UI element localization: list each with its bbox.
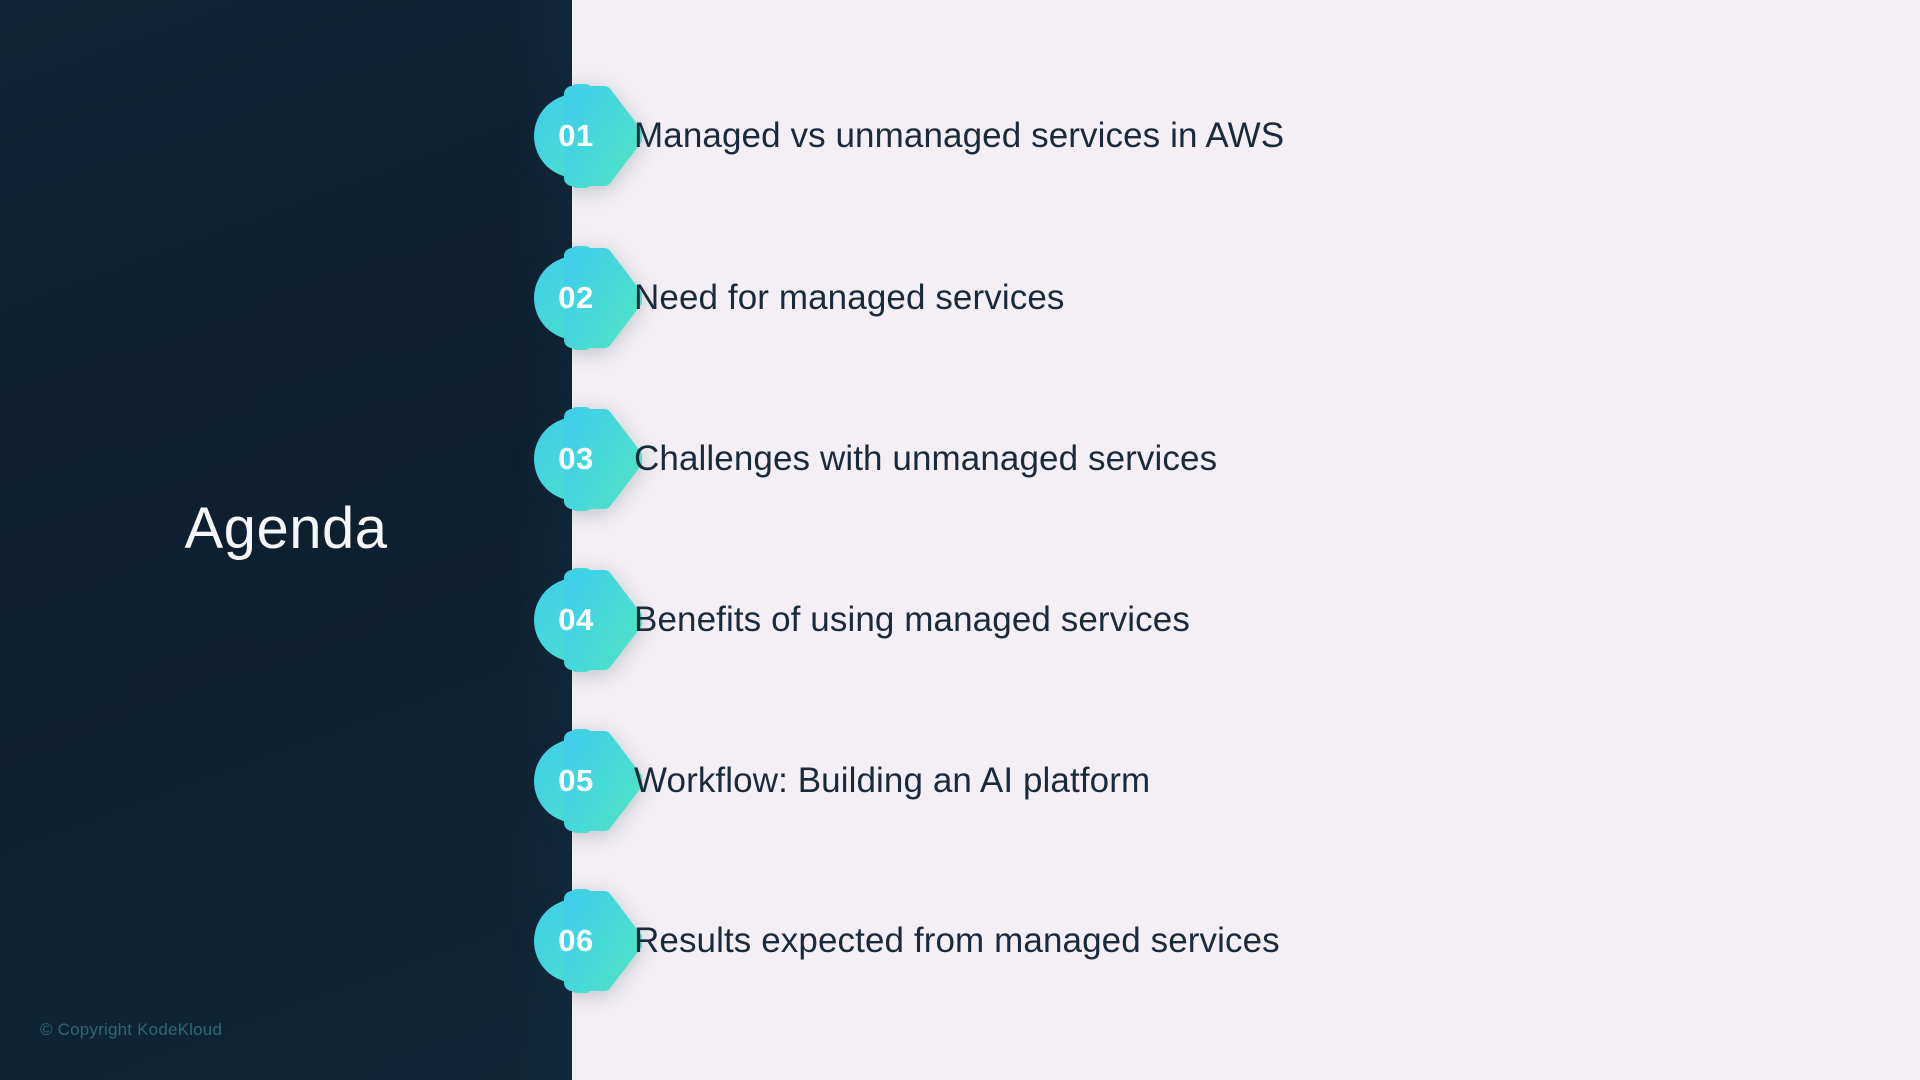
badge-arrow-icon xyxy=(534,889,642,993)
agenda-number-badge-01: 01 xyxy=(532,76,642,196)
left-dark-panel xyxy=(0,0,572,1080)
agenda-number-badge-03: 03 xyxy=(532,399,642,519)
badge-arrow-icon xyxy=(534,729,642,833)
badge-arrow-icon xyxy=(534,84,642,188)
list-item-label-04: Benefits of using managed services xyxy=(634,600,1190,639)
agenda-number-badge-04: 04 xyxy=(532,560,642,680)
list-item-label-06: Results expected from managed services xyxy=(634,921,1280,960)
agenda-number-badge-06: 06 xyxy=(532,881,642,1001)
panel-sheen xyxy=(512,0,572,1080)
copyright-notice: © Copyright KodeKloud xyxy=(40,1020,223,1039)
badge-arrow-icon xyxy=(534,246,642,350)
list-item-label-02: Need for managed services xyxy=(634,278,1065,317)
badge-arrow-icon xyxy=(534,407,642,511)
list-item-label-03: Challenges with unmanaged services xyxy=(634,439,1218,478)
badge-arrow-icon xyxy=(534,568,642,672)
list-item-label-01: Managed vs unmanaged services in AWS xyxy=(634,116,1285,155)
list-item-label-05: Workflow: Building an AI platform xyxy=(634,761,1151,800)
page-title: Agenda xyxy=(184,496,388,561)
agenda-number-badge-05: 05 xyxy=(532,721,642,841)
agenda-number-badge-02: 02 xyxy=(532,238,642,358)
